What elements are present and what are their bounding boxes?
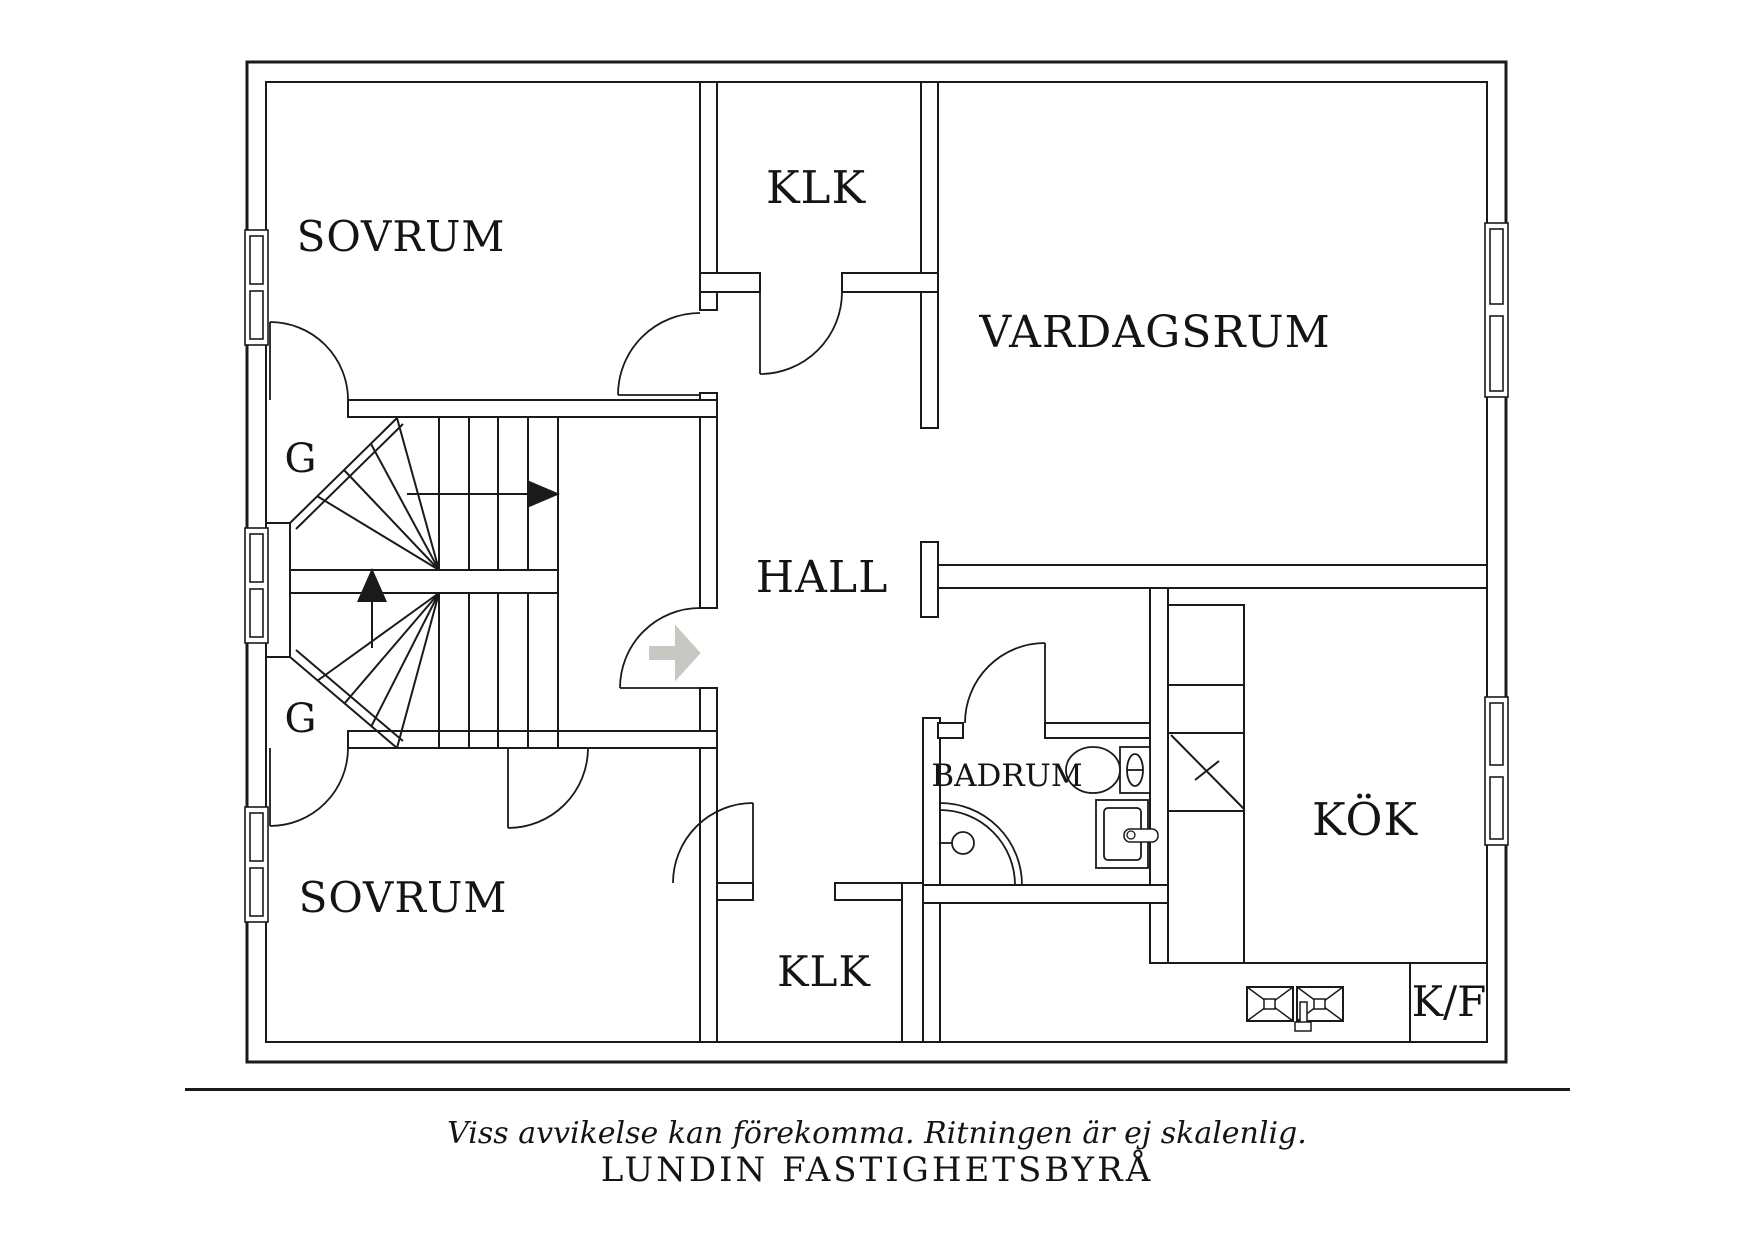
footer-divider	[185, 1088, 1570, 1091]
room-label-garderob-lower: G	[285, 696, 318, 742]
stair-direction-arrow-right-icon	[527, 480, 560, 508]
interior-walls	[265, 81, 1488, 1043]
footer-brand: LUNDIN FASTIGHETSBYRÅ	[601, 1149, 1154, 1190]
window-sovrum-bottom-icon	[244, 806, 269, 923]
utility-cabinet-icon	[1167, 604, 1245, 964]
door-arcs	[269, 291, 1046, 884]
door-entrance-icon	[619, 607, 701, 689]
door-garderob-lower-icon	[269, 747, 349, 827]
room-label-garderob-upper: G	[285, 436, 318, 482]
shower-icon	[939, 802, 1023, 886]
room-label-kok: KÖK	[1312, 793, 1418, 846]
room-label-sovrum-top: SOVRUM	[297, 212, 506, 261]
door-garderob-upper-icon	[269, 321, 349, 401]
room-label-badrum: BADRUM	[931, 758, 1082, 794]
window-vardagsrum-icon	[1484, 222, 1509, 398]
stair-direction-arrow-up-icon	[357, 568, 387, 602]
room-label-klk-top: KLK	[766, 161, 867, 214]
room-label-kyl-frys: K/F	[1412, 977, 1487, 1026]
bathroom-sink-icon	[1095, 799, 1159, 869]
door-klk-top-icon	[759, 291, 843, 375]
room-label-sovrum-bottom: SOVRUM	[299, 873, 508, 922]
windows	[244, 222, 1509, 923]
entrance-arrow-icon	[647, 619, 704, 687]
kitchen-faucet-icon	[1294, 1001, 1312, 1032]
kitchen-sink-icon	[1246, 986, 1344, 1032]
room-label-hall: HALL	[756, 552, 889, 603]
staircase-icon	[289, 417, 559, 749]
kitchen-fittings	[1168, 962, 1487, 1042]
window-stair-landing-icon	[244, 527, 269, 644]
door-badrum-icon	[964, 642, 1046, 724]
bathroom-fixtures	[939, 746, 1159, 886]
door-sovrum-bottom-icon	[507, 747, 589, 829]
door-klk-bottom-icon	[672, 802, 754, 884]
window-kok-icon	[1484, 696, 1509, 846]
footer-disclaimer: Viss avvikelse kan förekomma. Ritningen …	[447, 1116, 1307, 1151]
room-label-klk-bottom: KLK	[777, 947, 871, 996]
door-sovrum-top-icon	[617, 312, 701, 396]
window-sovrum-top-icon	[244, 229, 269, 346]
toilet-icon	[1065, 746, 1151, 794]
room-label-vardagsrum: VARDAGSRUM	[978, 307, 1330, 358]
